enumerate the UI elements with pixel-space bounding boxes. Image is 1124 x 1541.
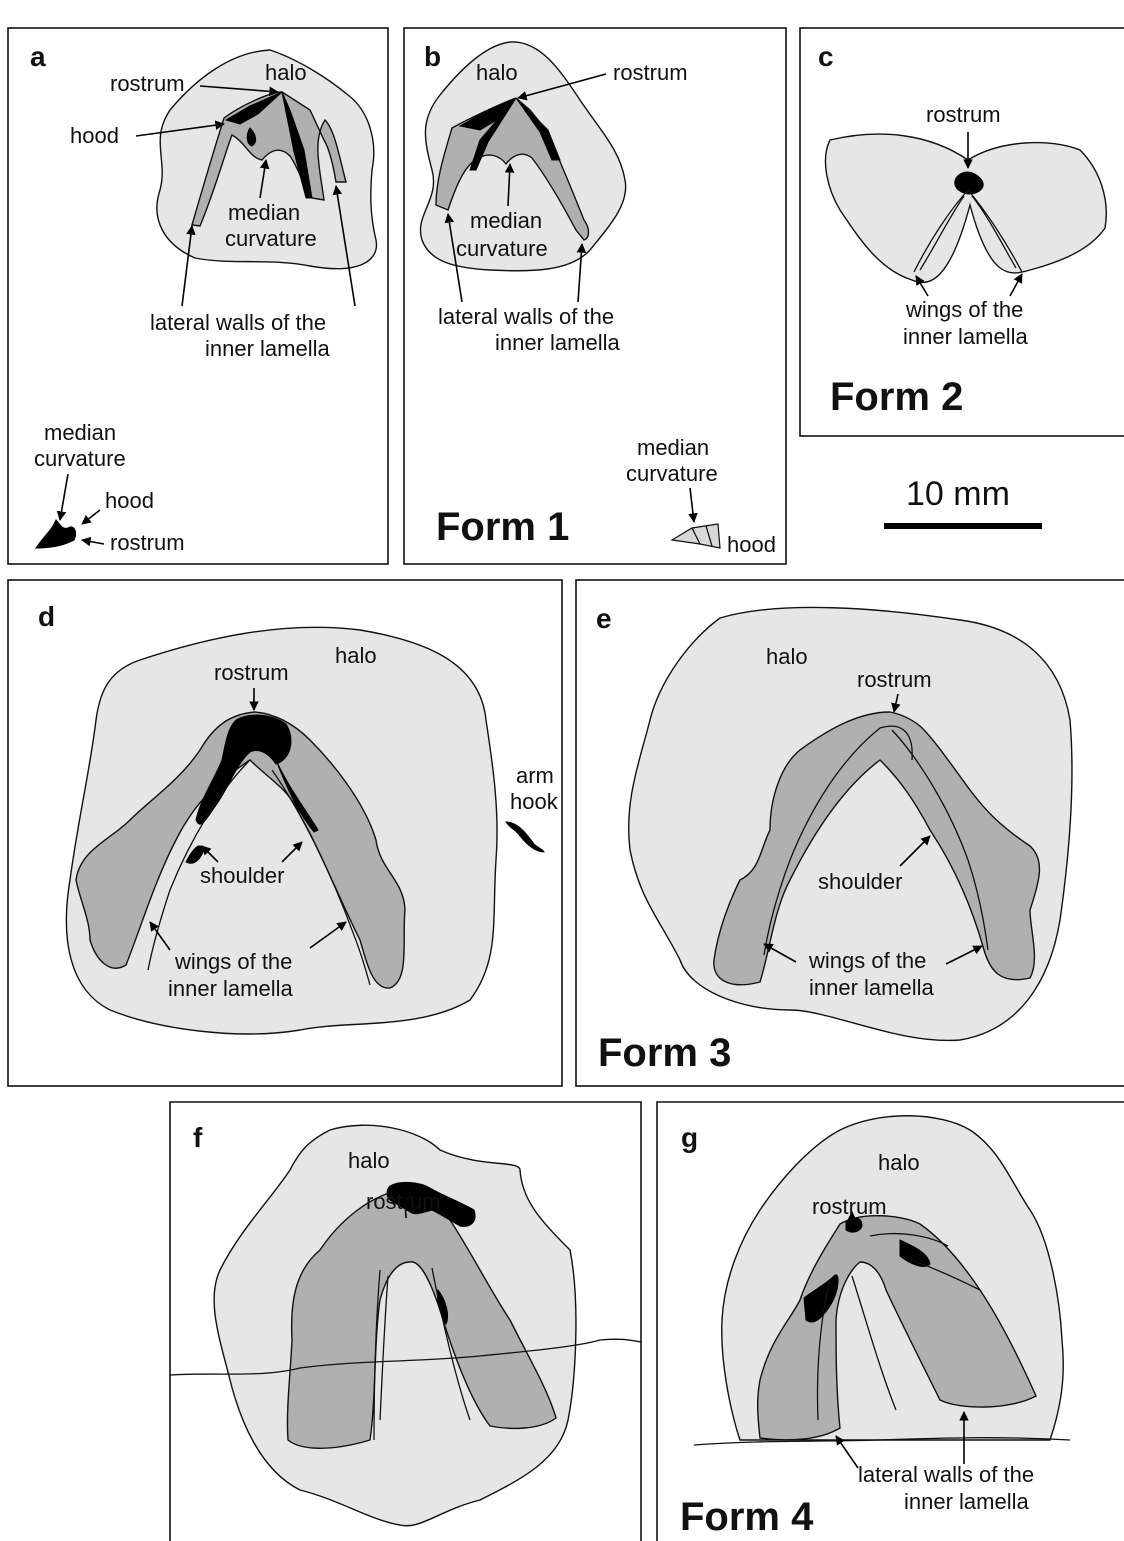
label-halo-f: halo: [348, 1148, 390, 1173]
label-lateral-a1: lateral walls of the: [150, 310, 326, 335]
label-wings-e1: wings of the: [808, 948, 926, 973]
label-inset-median-a1: median: [44, 420, 116, 445]
label-inset-median-b1: median: [637, 435, 709, 460]
label-lateral-g2: inner lamella: [904, 1489, 1029, 1514]
panel-g: g halo rostrum lateral walls of the inne…: [657, 1102, 1124, 1541]
label-median-a1: median: [228, 200, 300, 225]
arrow-wings-c-right: [1010, 274, 1022, 296]
label-shoulder-d: shoulder: [200, 863, 284, 888]
label-median-a2: curvature: [225, 226, 317, 251]
label-hood-a: hood: [70, 123, 119, 148]
label-rostrum-d: rostrum: [214, 660, 289, 685]
form-label-2: Form 2: [830, 375, 963, 419]
arrow-inset-median-b: [690, 488, 694, 522]
label-halo-e: halo: [766, 644, 808, 669]
label-rostrum-b: rostrum: [613, 60, 688, 85]
label-median-b2: curvature: [456, 236, 548, 261]
label-halo-b: halo: [476, 60, 518, 85]
label-arm-d2: hook: [510, 789, 559, 814]
label-rostrum-e: rostrum: [857, 667, 932, 692]
scale-bar-line: [884, 523, 1042, 529]
scale-bar: 10 mm: [884, 475, 1042, 529]
label-inset-hood-b: hood: [727, 532, 776, 557]
label-lateral-b1: lateral walls of the: [438, 304, 614, 329]
label-inset-median-a2: curvature: [34, 446, 126, 471]
label-arm-d1: arm: [516, 763, 554, 788]
arrow-inset-hood-a: [82, 510, 100, 524]
panel-label-a: a: [30, 41, 46, 72]
label-lateral-a2: inner lamella: [205, 336, 330, 361]
panel-f: f halo rostrum: [170, 1102, 641, 1541]
label-inset-median-b2: curvature: [626, 461, 718, 486]
panel-b: b halo rostrum median curvature lateral …: [404, 28, 786, 564]
label-shoulder-e: shoulder: [818, 869, 902, 894]
panel-label-e: e: [596, 603, 612, 634]
label-lateral-b2: inner lamella: [495, 330, 620, 355]
panel-a: a halo rostrum hood median curvature lat…: [8, 28, 388, 564]
label-wings-e2: inner lamella: [809, 975, 934, 1000]
label-rostrum-g: rostrum: [812, 1194, 887, 1219]
panel-e: e halo rostrum shoulder wings of the inn…: [576, 580, 1124, 1086]
label-halo-d: halo: [335, 643, 377, 668]
label-lateral-g1: lateral walls of the: [858, 1462, 1034, 1487]
panel-label-g: g: [681, 1122, 698, 1153]
panel-label-c: c: [818, 41, 834, 72]
label-rostrum-a: rostrum: [110, 71, 185, 96]
arrow-inset-median-a: [60, 474, 68, 520]
label-rostrum-f: rostrum: [366, 1189, 441, 1214]
label-wings-d1: wings of the: [174, 949, 292, 974]
label-wings-c1: wings of the: [905, 297, 1023, 322]
panel-label-f: f: [193, 1122, 203, 1153]
label-wings-d2: inner lamella: [168, 976, 293, 1001]
inset-jaw-a: [36, 520, 76, 548]
label-inset-rostrum-a: rostrum: [110, 530, 185, 555]
scale-bar-label: 10 mm: [906, 475, 1010, 513]
panel-c: c rostrum wings of the inner lamella For…: [800, 28, 1124, 436]
label-inset-hood-a: hood: [105, 488, 154, 513]
form-label-1: Form 1: [436, 505, 569, 549]
form-label-3: Form 3: [598, 1031, 731, 1075]
form-label-4: Form 4: [680, 1495, 814, 1539]
label-median-b1: median: [470, 208, 542, 233]
label-halo-a: halo: [265, 60, 307, 85]
label-halo-g: halo: [878, 1150, 920, 1175]
panel-label-b: b: [424, 41, 441, 72]
arm-hook-d: [506, 822, 544, 852]
arrow-inset-rostrum-a: [82, 540, 104, 544]
label-wings-c2: inner lamella: [903, 324, 1028, 349]
panel-label-d: d: [38, 601, 55, 632]
label-rostrum-c: rostrum: [926, 102, 1001, 127]
panel-d: d halo rostrum arm hook shoulder wings o…: [8, 580, 562, 1086]
